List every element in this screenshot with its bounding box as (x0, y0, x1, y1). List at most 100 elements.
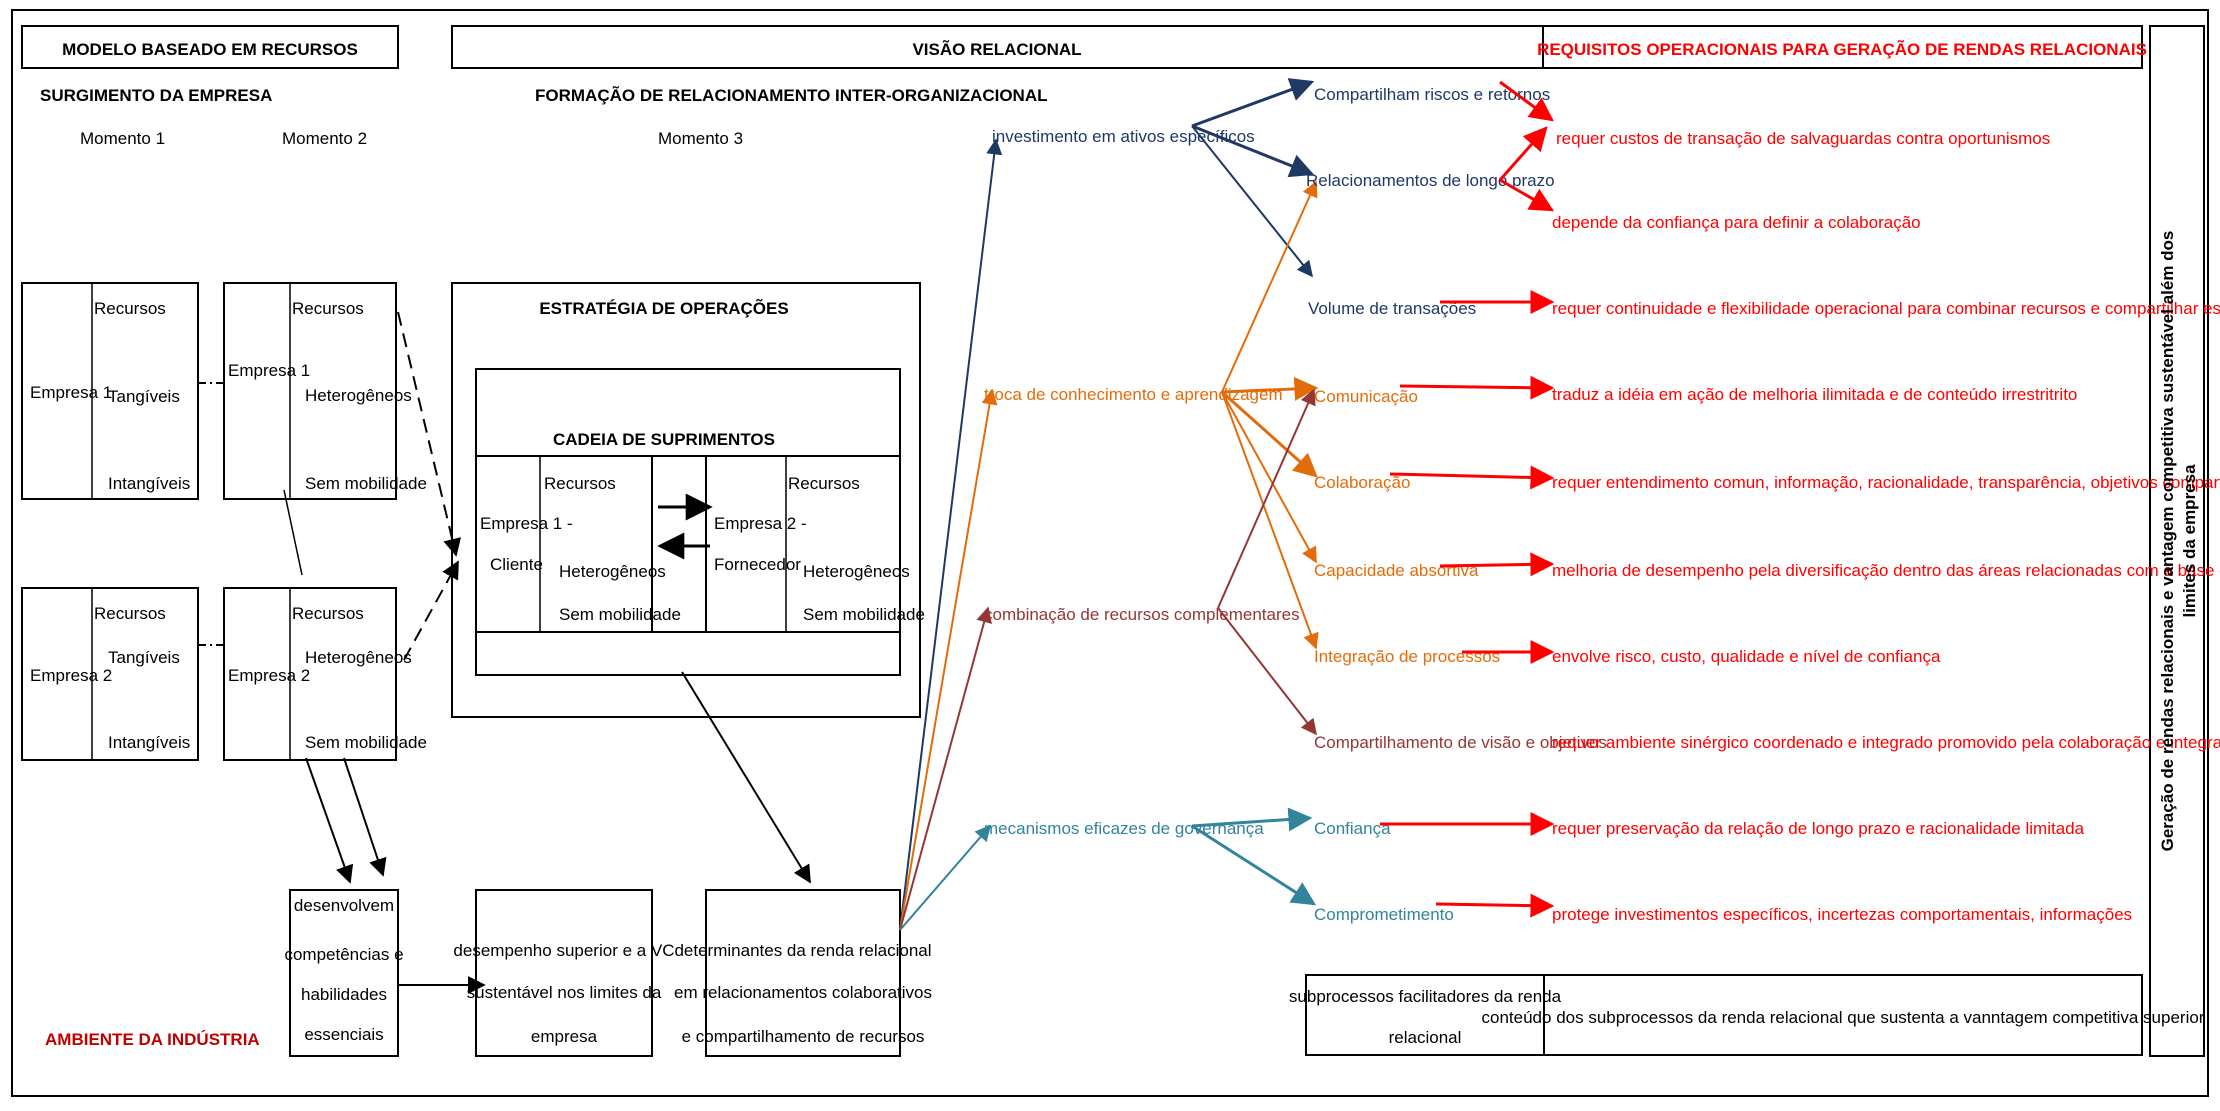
subprocess-collaboration: Colaboração (1314, 473, 1410, 492)
arrow-to-develop-2 (343, 757, 387, 877)
complementary-to-vision (1217, 607, 1317, 736)
label-moment1: Momento 1 (80, 129, 165, 148)
determinants-box: determinantes da renda relacional em rel… (674, 889, 932, 1057)
side-text: Geração de rendas relacionais e vantagem… (2158, 231, 2199, 852)
svg-text:em relacionamentos colaborativ: em relacionamentos colaborativos (674, 983, 932, 1002)
ops-title: ESTRATÉGIA DE OPERAÇÕES (539, 298, 788, 318)
governance-to-trust (1191, 807, 1313, 832)
svg-text:Cliente: Cliente (490, 555, 543, 574)
svg-text:Empresa 1 -: Empresa 1 - (480, 514, 573, 533)
svg-text:desempenho superior e a VC: desempenho superior e a VC (453, 941, 674, 960)
svg-text:essenciais: essenciais (304, 1025, 383, 1044)
determinant-governance: mecanismos eficazes de governança (984, 819, 1264, 838)
outer-frame (11, 9, 2209, 1097)
firm-box-m1-e2: Empresa 2 Recursos Tangíveis Intangíveis (21, 587, 199, 761)
svg-text:Sem mobilidade: Sem mobilidade (803, 605, 925, 624)
header-bars: MODELO BASEADO EM RECURSOS VISÃO RELACIO… (21, 25, 2205, 1057)
label-industry: AMBIENTE DA INDÚSTRIA (45, 1030, 260, 1049)
firm-box-m1-e1: Empresa 1 Recursos Tangíveis Intangíveis (21, 282, 199, 500)
subprocess-risks: Compartilham riscos e retornos (1314, 85, 1550, 104)
determinant-knowledge: troca de conhecimento e aprendizagem (984, 385, 1283, 404)
svg-text:Intangíveis: Intangíveis (108, 474, 190, 493)
side-panel (2149, 25, 2205, 1057)
header-requirements: REQUISITOS OPERACIONAIS PARA GERAÇÃO DE … (1537, 39, 2147, 59)
requirement-2: depende da confiança para definir a cola… (1552, 213, 1921, 232)
label-inter-org: FORMAÇÃO DE RELACIONAMENTO INTER-ORGANIZ… (535, 85, 1048, 105)
svg-text:Empresa 1: Empresa 1 (228, 361, 310, 380)
svg-text:Recursos: Recursos (788, 474, 860, 493)
operations-strategy-box: ESTRATÉGIA DE OPERAÇÕES CADEIA DE SUPRIM… (451, 282, 925, 718)
side-text-line2: limites da empresa (2180, 464, 2199, 618)
svg-text:determinantes da renda relacio: determinantes da renda relacional (674, 941, 931, 960)
svg-text:Sem mobilidade: Sem mobilidade (305, 733, 427, 752)
fan-arrow-assets (899, 138, 1003, 931)
requirement-7: envolve risco, custo, qualidade e nível … (1552, 647, 1941, 666)
svg-text:e compartilhamento de recursos: e compartilhamento de recursos (682, 1027, 925, 1046)
firm-box-m2-e2: Empresa 2 Recursos Heterogêneos Sem mobi… (223, 587, 427, 761)
svg-text:desenvolvem: desenvolvem (294, 896, 394, 915)
svg-text:sustentável nos limites da: sustentável nos limites da (467, 983, 662, 1002)
requirement-3: requer continuidade e flexibilidade oper… (1552, 299, 2220, 318)
legend-box: subprocessos facilitadores da renda rela… (1289, 974, 2205, 1056)
svg-text:empresa: empresa (531, 1027, 598, 1046)
assets-to-risks (1191, 78, 1315, 128)
determinant-complementary: combinação de recursos complementares (984, 605, 1300, 624)
knowledge-to-long-term (1221, 180, 1318, 393)
svg-text:competências e: competências e (284, 945, 403, 964)
requirement-5: requer entendimento comun, informação, r… (1552, 473, 2220, 492)
subprocess-communication: Comunicação (1314, 387, 1418, 406)
svg-text:Tangíveis: Tangíveis (108, 387, 180, 406)
subprocess-volume: Volume de transações (1308, 299, 1476, 318)
label-moment2: Momento 2 (282, 129, 367, 148)
svg-text:Recursos: Recursos (292, 604, 364, 623)
subprocess-long-term: Relacionamentos de longo prazo (1306, 171, 1555, 190)
dashed-arrow-e2-ops (403, 560, 459, 661)
knowledge-to-integration (1221, 391, 1319, 650)
knowledge-to-collaboration (1221, 390, 1318, 478)
supply-chain-title: CADEIA DE SUPRIMENTOS (553, 430, 775, 449)
fan-arrow-governance (899, 824, 992, 931)
svg-text:Heterogêneos: Heterogêneos (803, 562, 910, 581)
subprocess-absorptive: Capacidade absortiva (1314, 561, 1479, 580)
arrow-to-develop-1 (305, 757, 354, 884)
requirement-10: protege investimentos específicos, incer… (1552, 905, 2132, 924)
subprocess-integration: Integração de processos (1314, 647, 1500, 666)
svg-text:Sem mobilidade: Sem mobilidade (305, 474, 427, 493)
legend-left-line1: subprocessos facilitadores da renda (1289, 987, 1562, 1006)
svg-text:Intangíveis: Intangíveis (108, 733, 190, 752)
svg-text:Fornecedor: Fornecedor (714, 555, 801, 574)
label-moment3: Momento 3 (658, 129, 743, 148)
subprocess-vision: Compartilhamento de visão e objetivos (1314, 733, 1607, 752)
label-firm-emergence: SURGIMENTO DA EMPRESA (40, 86, 272, 105)
knowledge-to-absorptive (1221, 391, 1317, 564)
knowledge-to-communication (1221, 376, 1319, 401)
link-e1-e2 (283, 489, 303, 576)
arrow-ops-determinants (681, 671, 811, 884)
svg-text:Heterogêneos: Heterogêneos (305, 648, 412, 667)
svg-text:Recursos: Recursos (292, 299, 364, 318)
requirement-arrows (1380, 80, 1555, 918)
svg-text:Heterogêneos: Heterogêneos (305, 386, 412, 405)
firm-box-m2-e1: Empresa 1 Recursos Heterogêneos Sem mobi… (223, 282, 427, 500)
complementary-to-communication (1217, 388, 1316, 609)
svg-text:Recursos: Recursos (544, 474, 616, 493)
performance-box: desempenho superior e a VC sustentável n… (453, 889, 675, 1057)
side-text-line1: Geração de rendas relacionais e vantagem… (2158, 231, 2177, 852)
assets-to-long-term (1191, 124, 1315, 178)
svg-text:Empresa 2 -: Empresa 2 - (714, 514, 807, 533)
fan-arrow-complementary (899, 606, 992, 931)
svg-text:habilidades: habilidades (301, 985, 387, 1004)
subprocess-commitment: Comprometimento (1314, 905, 1454, 924)
determinant-assets: investimento em ativos específicos (992, 127, 1255, 146)
requirement-9: requer preservação da relação de longo p… (1552, 819, 2085, 838)
header-relational: VISÃO RELACIONAL (912, 39, 1081, 59)
requirement-1: requer custos de transação de salvaguard… (1556, 129, 2050, 148)
governance-to-commitment (1191, 824, 1317, 906)
header-rbv: MODELO BASEADO EM RECURSOS (62, 40, 358, 59)
legend-left-line2: relacional (1389, 1028, 1462, 1047)
svg-text:Heterogêneos: Heterogêneos (559, 562, 666, 581)
subprocess-trust: Confiança (1314, 819, 1391, 838)
svg-text:Empresa 1: Empresa 1 (30, 383, 112, 402)
